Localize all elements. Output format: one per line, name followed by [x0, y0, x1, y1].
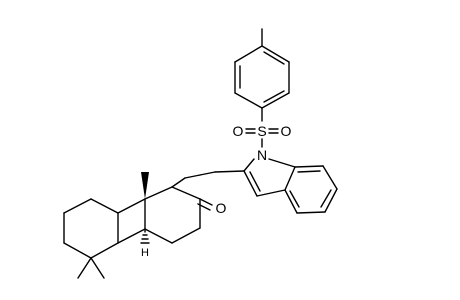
decalone-ring-system: O	[63, 172, 227, 279]
tolyl-ring	[234, 28, 290, 109]
indole-nitrogen: N	[257, 147, 267, 163]
ethyl-linker	[171, 170, 245, 188]
hydrogen-atom: H	[141, 247, 149, 259]
ring-fusion-hydrogen: H	[140, 228, 150, 259]
ketone-oxygen: O	[216, 200, 227, 216]
sulfonyl-oxygen-left: O	[233, 123, 244, 139]
sulfonyl-group: S O O	[233, 107, 292, 148]
angular-methyl-wedge	[141, 172, 149, 199]
sulfur-atom: S	[257, 123, 266, 139]
indole-ring: N	[243, 147, 338, 214]
sulfonyl-oxygen-right: O	[281, 123, 292, 139]
